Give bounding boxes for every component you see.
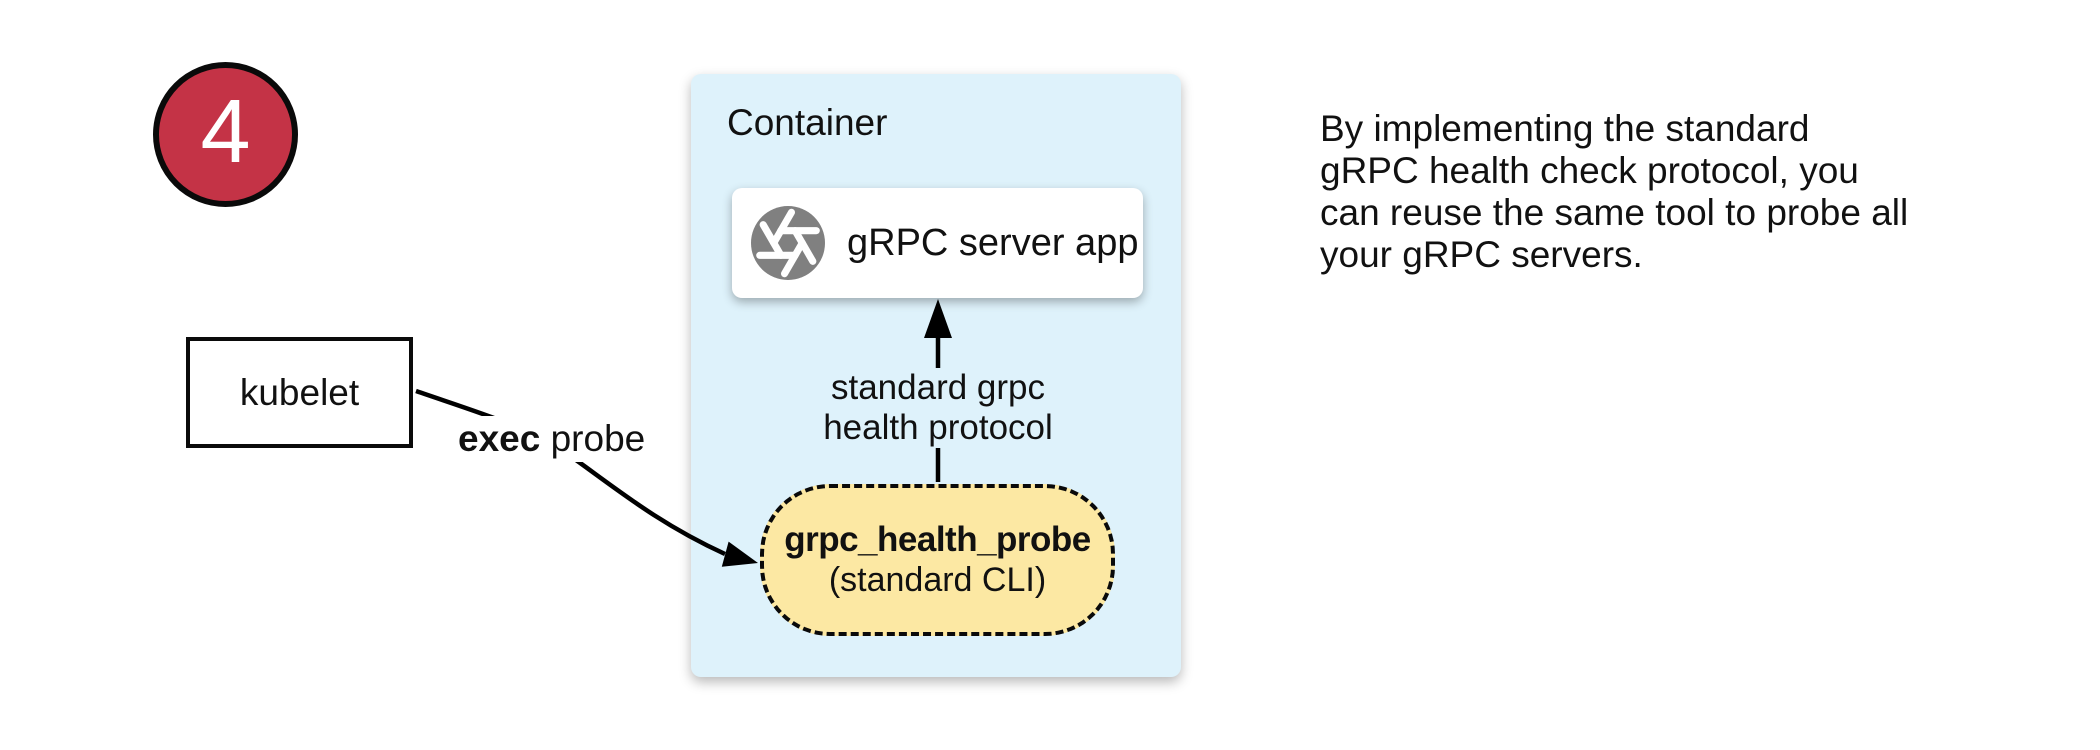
- kubelet-label: kubelet: [239, 371, 360, 413]
- note-text: By implementing the standard gRPC health…: [1320, 108, 1909, 275]
- grpc-health-probe-box: grpc_health_probe (standard CLI): [760, 484, 1115, 636]
- step-number: 4: [200, 81, 251, 182]
- exec-probe-label: exec probe: [450, 416, 654, 462]
- container-title: Container: [727, 102, 888, 143]
- grpc-server-label: gRPC server app: [847, 221, 1139, 264]
- health-protocol-label: standard grpc health protocol: [782, 368, 1094, 448]
- exec-probe-label-rest: probe: [550, 418, 646, 459]
- step-badge: 4: [153, 62, 298, 207]
- grpc-server-box: gRPC server app: [732, 188, 1143, 298]
- probe-name: grpc_health_probe: [784, 520, 1091, 560]
- exec-probe-label-bold: exec: [458, 418, 541, 459]
- aperture-icon: [751, 206, 825, 280]
- kubelet-box: kubelet: [186, 337, 413, 448]
- probe-subtitle: (standard CLI): [828, 560, 1047, 599]
- container-box: Container gRPC server app gr: [691, 74, 1181, 677]
